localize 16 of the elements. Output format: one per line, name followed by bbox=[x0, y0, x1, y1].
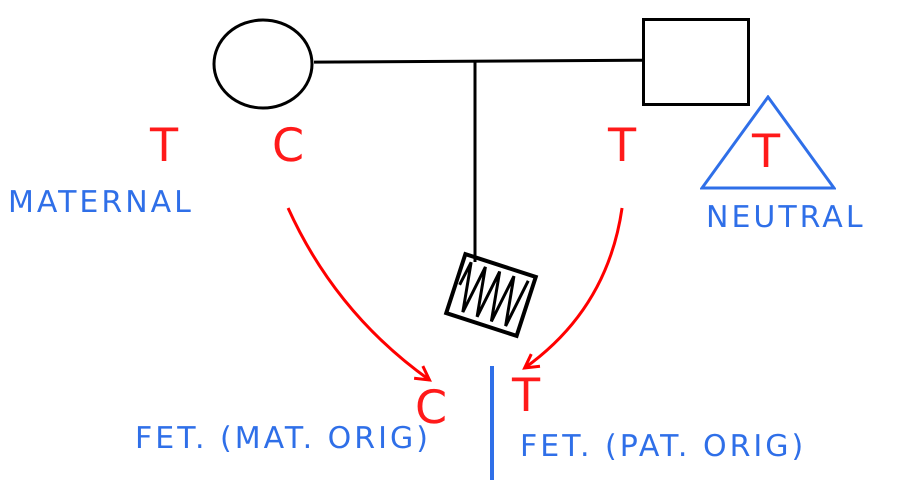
female-circle bbox=[212, 18, 314, 110]
triangle-symbol bbox=[700, 95, 836, 190]
connector-line bbox=[474, 62, 476, 262]
arrow bbox=[286, 207, 431, 382]
allele-letter: T bbox=[608, 122, 636, 168]
fetal-maternal-label: FET. (MAT. ORIG) bbox=[135, 424, 431, 454]
allele-letter: T bbox=[150, 122, 178, 168]
connector-line bbox=[314, 58, 642, 64]
allele-letter: C bbox=[272, 122, 304, 168]
allele-letter: T bbox=[752, 128, 780, 174]
male-square bbox=[642, 18, 750, 106]
allele-letter: T bbox=[512, 372, 540, 418]
arrow bbox=[523, 208, 624, 370]
maternal-label: MATERNAL bbox=[8, 188, 194, 218]
neutral-label: NEUTRAL bbox=[706, 203, 866, 233]
fetal-paternal-label: FET. (PAT. ORIG) bbox=[520, 432, 806, 462]
